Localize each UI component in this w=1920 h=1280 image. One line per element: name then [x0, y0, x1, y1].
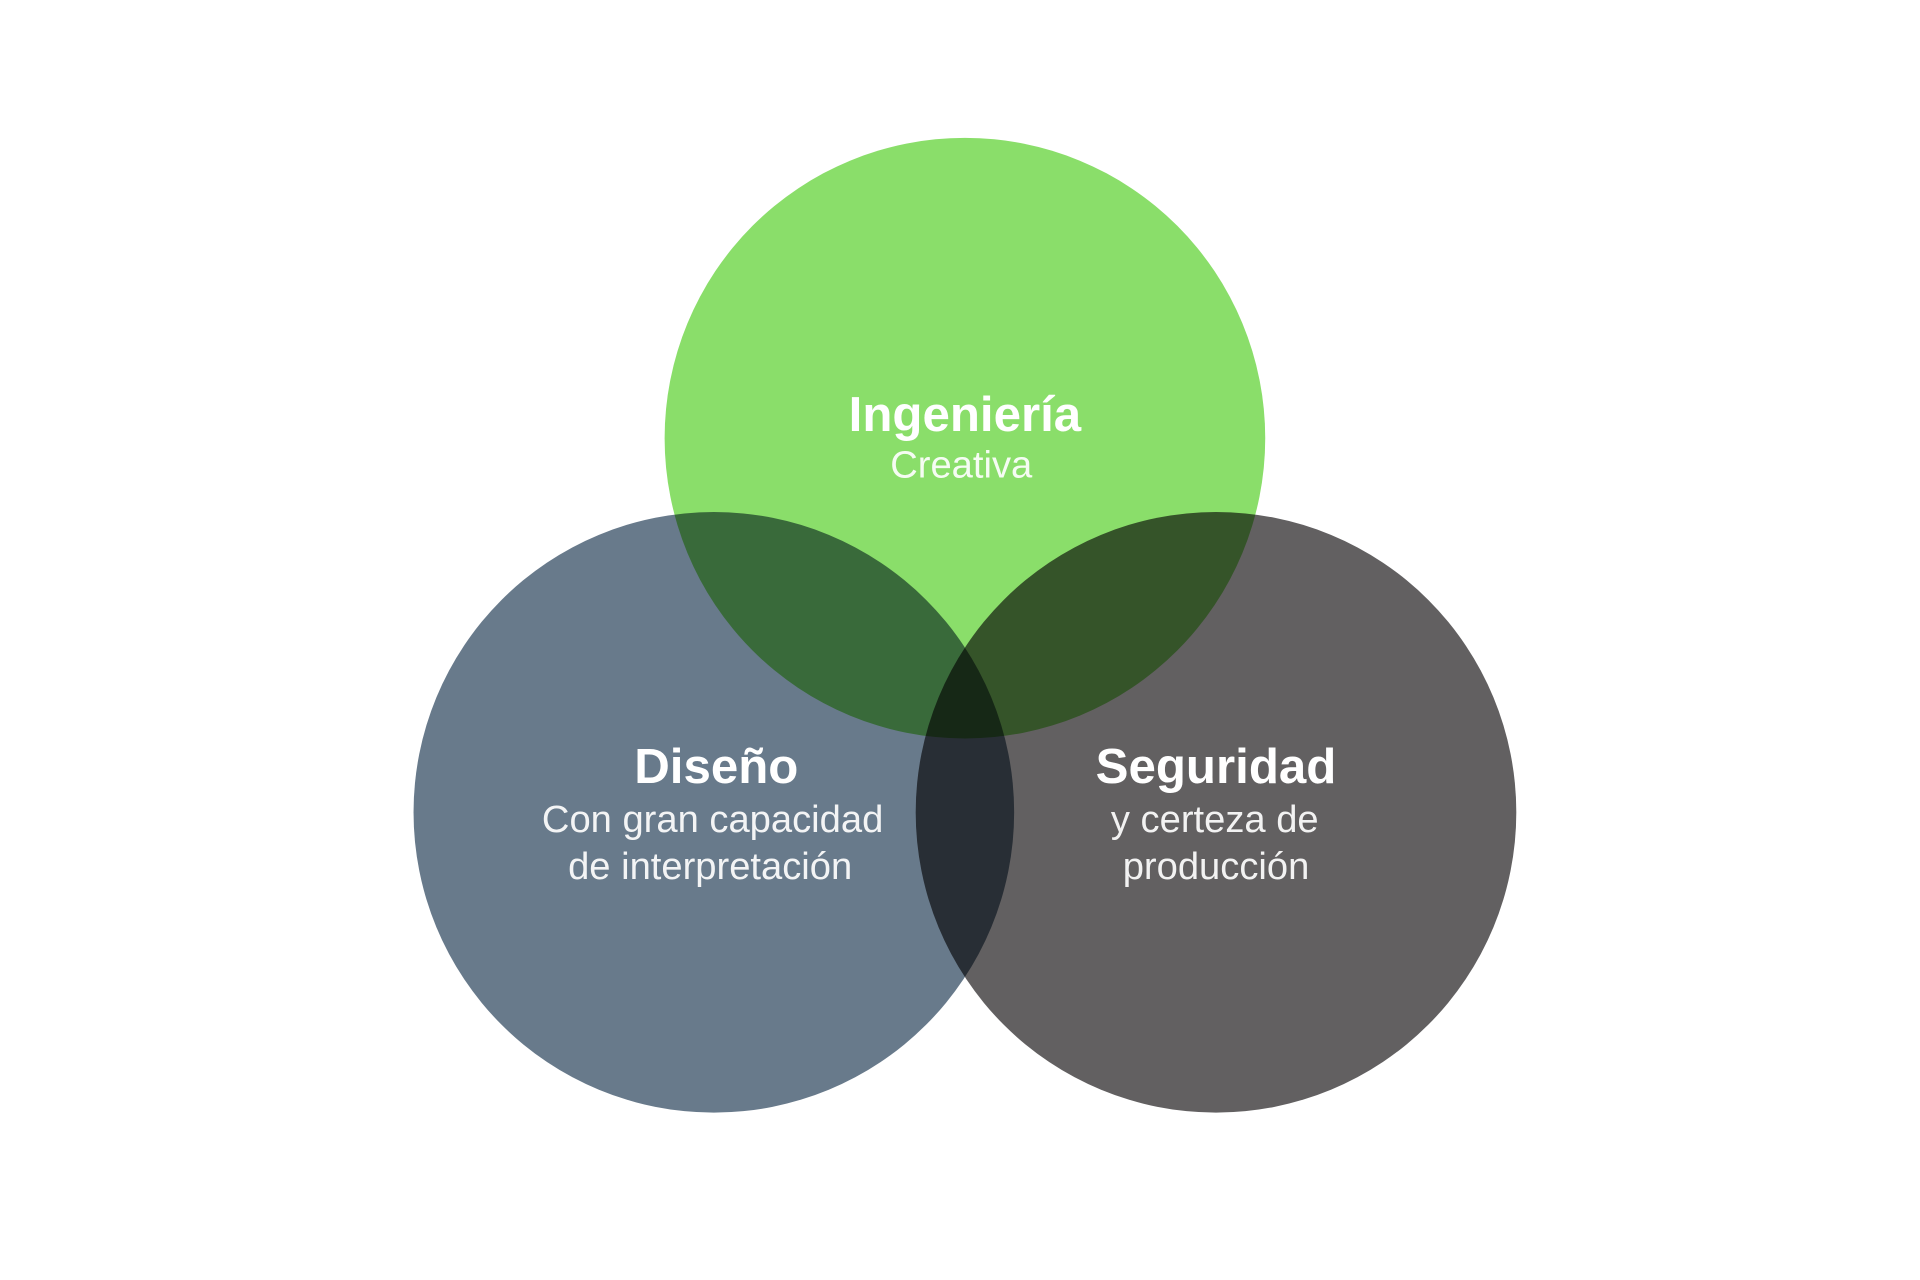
diseno-line-2: de interpretación	[568, 845, 852, 888]
diseno-line-1: Con gran capacidad	[542, 798, 883, 841]
seguridad-title: Seguridad	[1096, 739, 1337, 794]
circle-seguridad	[915, 512, 1517, 1113]
ingenieria-subtitle: Creativa	[890, 444, 1033, 487]
seguridad-line-2: producción	[1123, 845, 1310, 888]
circle-diseno	[413, 512, 1015, 1113]
diseno-title: Diseño	[634, 739, 798, 794]
seguridad-line-1: y certeza de	[1111, 798, 1319, 841]
ingenieria-title: Ingeniería	[849, 387, 1082, 442]
